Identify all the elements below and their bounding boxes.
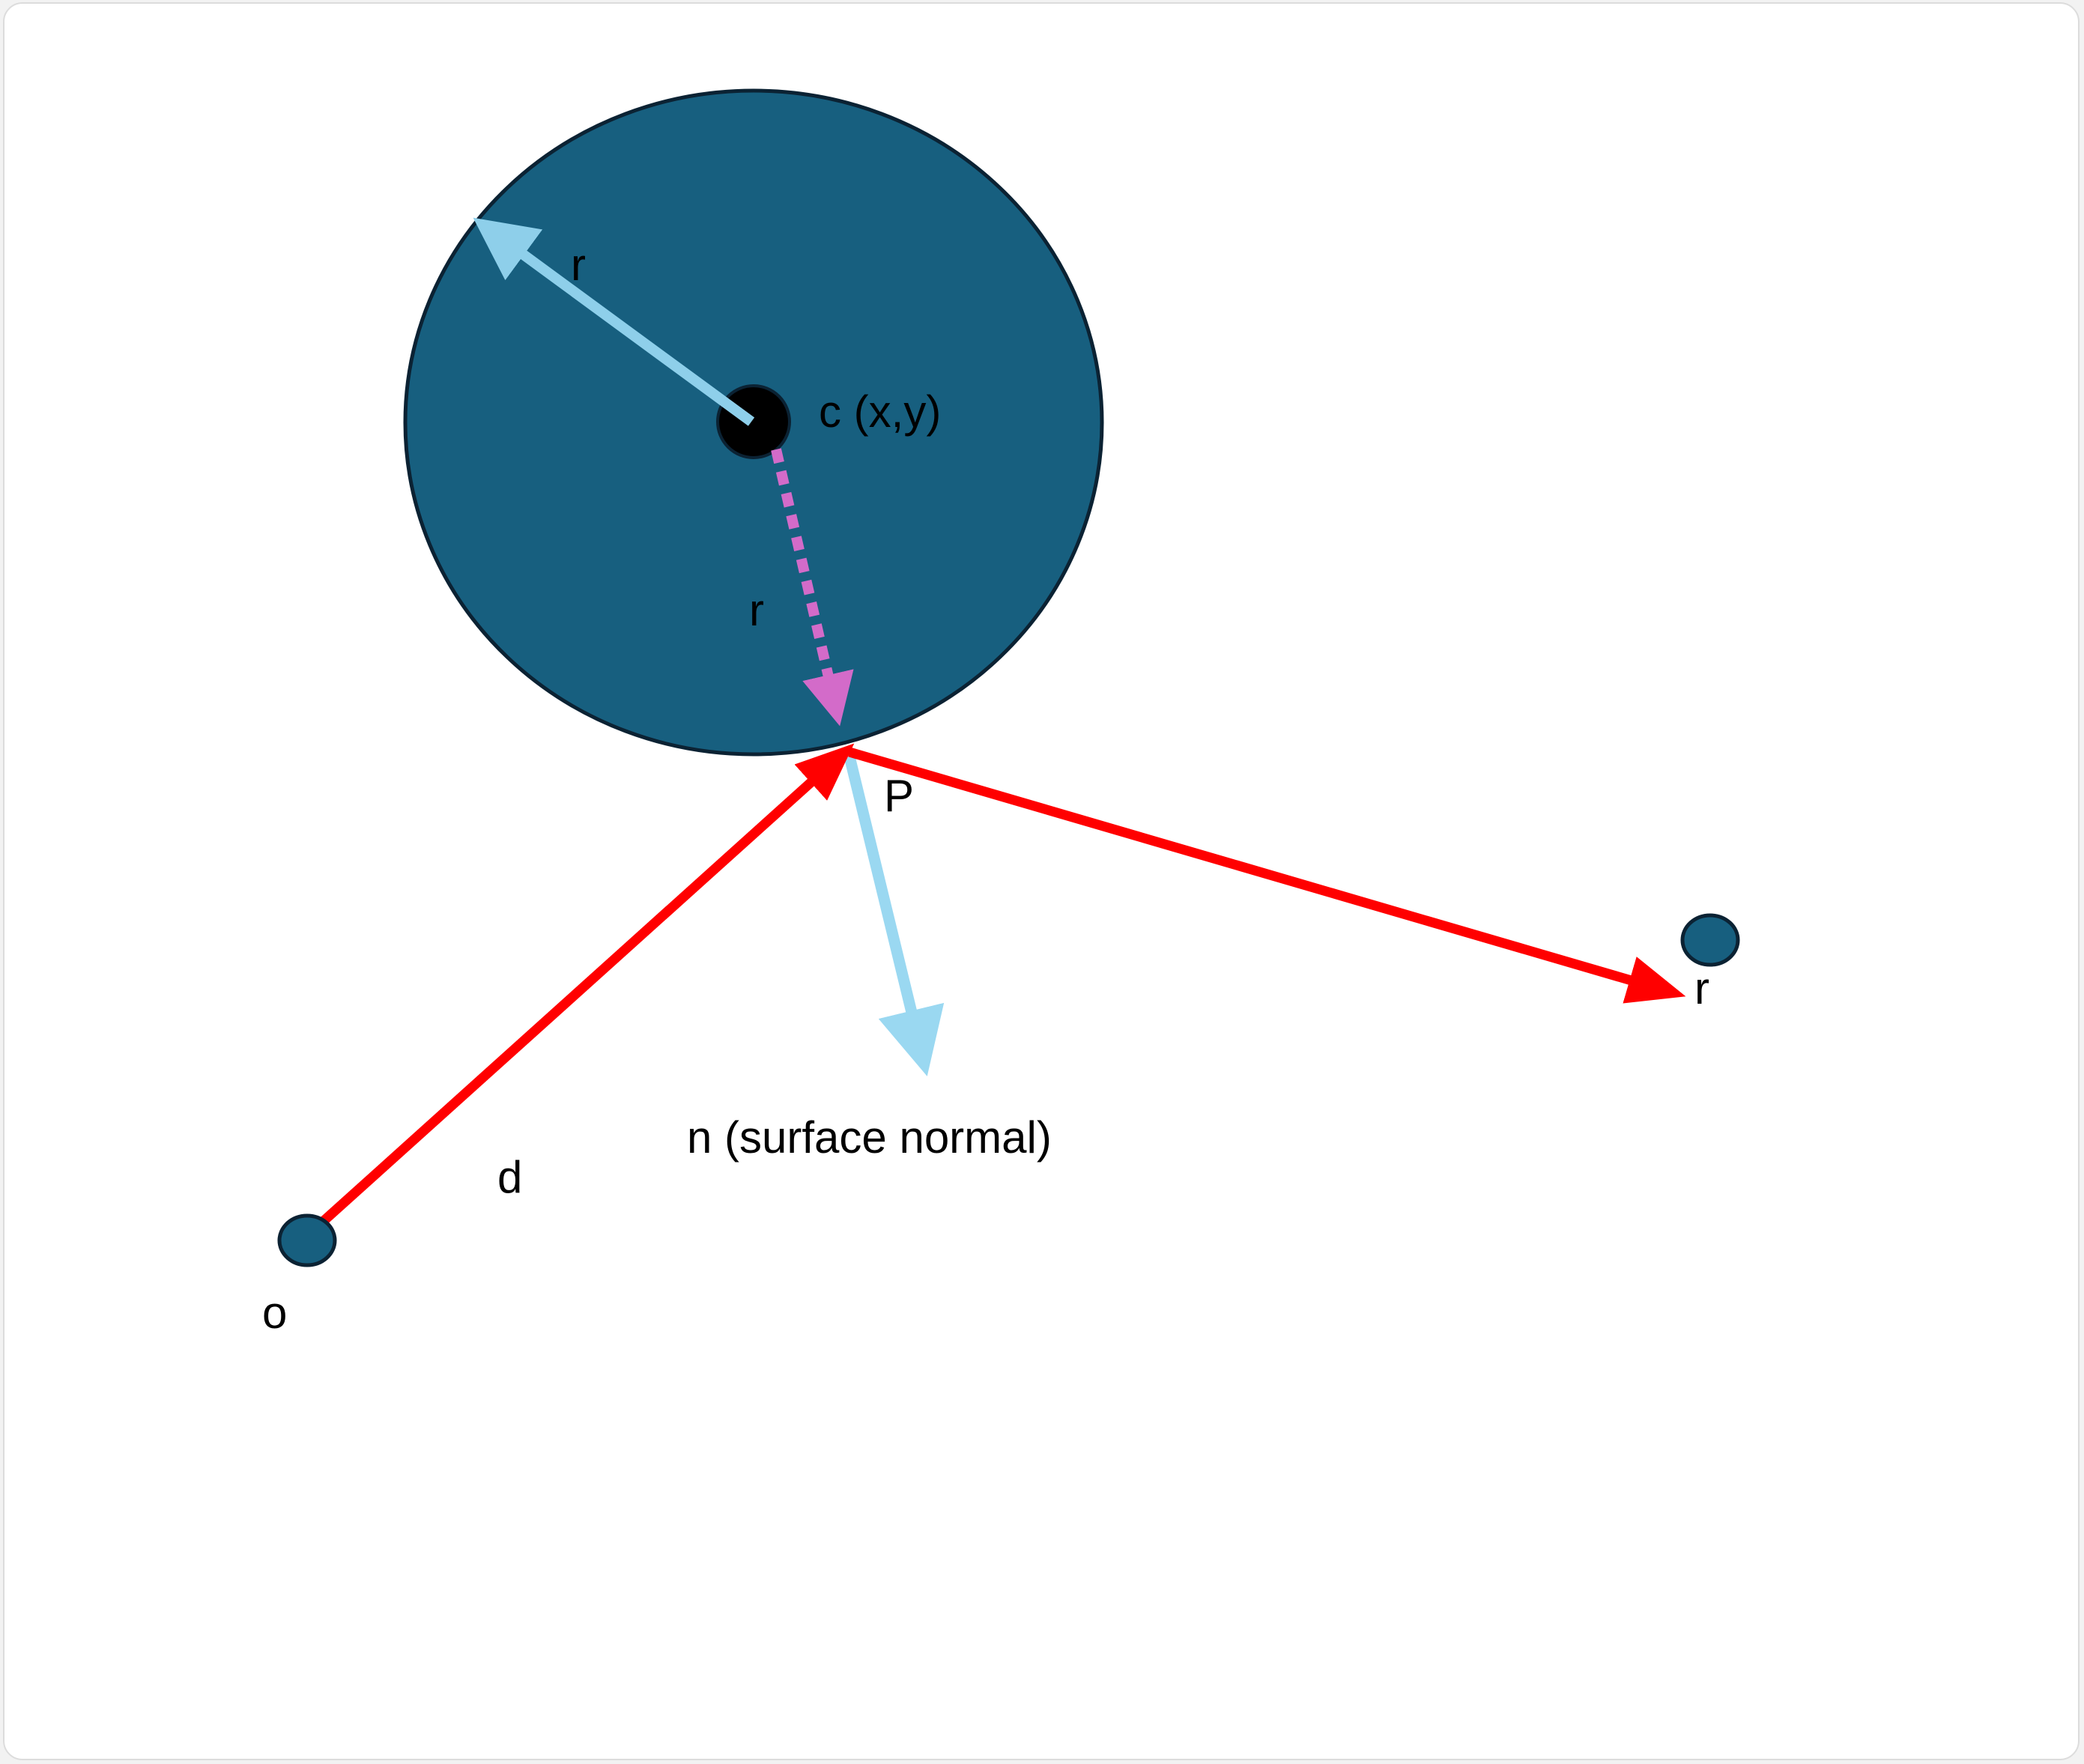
center-point xyxy=(716,384,791,459)
label-center: c (x,y) xyxy=(819,387,941,437)
label-origin: o xyxy=(262,1288,287,1338)
origin-point xyxy=(277,1213,337,1267)
label-radius-upper: r xyxy=(571,240,586,290)
incoming-ray-arrow xyxy=(320,743,855,1225)
surface-normal-arrow xyxy=(843,755,945,1076)
reflected-end-point xyxy=(1680,913,1740,967)
label-radius-lower: r xyxy=(749,585,764,635)
dashed-radius-arrow xyxy=(771,448,854,727)
label-direction: d xyxy=(497,1152,522,1202)
label-hit-point: P xyxy=(884,771,914,821)
label-normal: n (surface normal) xyxy=(687,1112,1052,1163)
reflected-ray-arrow xyxy=(848,747,1686,1004)
radius-arrow-upper xyxy=(473,217,755,426)
label-reflected: r xyxy=(1694,963,1709,1013)
